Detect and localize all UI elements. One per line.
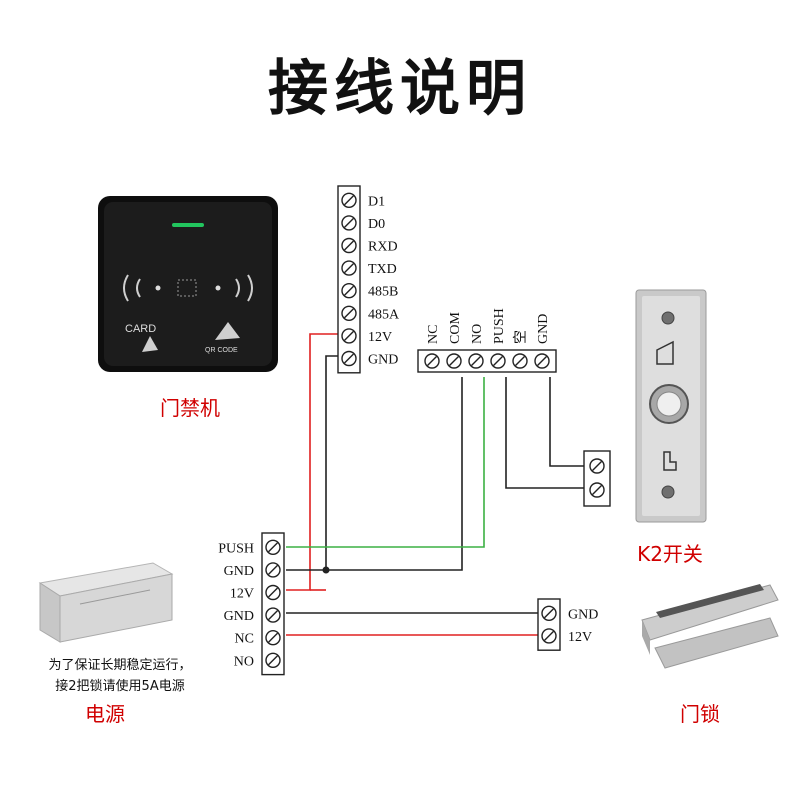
controller-terminal-block: NC COM NO PUSH 空 GND (417, 308, 557, 373)
reader-terminal-label-0: D1 (368, 194, 385, 209)
controller-terminal-label-3: PUSH (492, 308, 507, 344)
power-terminal-label-4: NC (235, 632, 254, 647)
exit-button-device (635, 289, 707, 523)
coil-icon (656, 584, 764, 618)
power-terminal-label-2: 12V (230, 587, 254, 602)
door-icon (656, 340, 674, 365)
screw-icon (661, 485, 675, 499)
button-terminal-block (583, 450, 611, 507)
power-terminal-label-5: NO (234, 654, 254, 669)
power-note-line2: 接2把锁请使用5A电源 (55, 679, 185, 694)
lock-caption: 门锁 (680, 702, 720, 726)
wire-junction-dot (322, 566, 330, 574)
reader-qr-label: QR CODE (205, 347, 238, 354)
reader-terminal-label-3: TXD (368, 262, 397, 277)
power-terminal-block: PUSH GND 12V GND NC NO (218, 532, 285, 676)
power-terminal-label-3: GND (224, 609, 254, 624)
wire-com-black (326, 377, 463, 571)
power-note-line1: 为了保证长期稳定运行， (48, 658, 192, 673)
reader-terminal-label-7: GND (368, 353, 398, 368)
page-title: 接线说明 (268, 54, 532, 124)
access-reader-device: CARD QR CODE (98, 196, 278, 372)
power-caption: 电源 (85, 702, 125, 726)
rfid-wave-icon (123, 274, 253, 302)
wire-12v-red (286, 333, 349, 591)
controller-terminal-label-0: NC (426, 325, 441, 344)
status-led-icon (172, 223, 204, 227)
lock-terminal-label-0: GND (568, 607, 598, 622)
lock-terminal-block: GND 12V (537, 598, 598, 651)
wire-no-green (286, 377, 485, 548)
controller-terminal-label-5: GND (536, 314, 551, 344)
reader-terminal-label-6: 12V (368, 330, 392, 345)
wire-gnd-button-black (549, 377, 584, 467)
power-terminal-label-1: GND (224, 564, 254, 579)
reader-caption: 门禁机 (160, 396, 220, 420)
reader-terminal-label-4: 485B (368, 285, 398, 300)
controller-terminal-label-4: 空 (513, 330, 529, 344)
magnetic-lock-device (641, 584, 779, 669)
wire-gnd-black (286, 355, 349, 571)
reader-terminal-label-1: D0 (368, 217, 385, 232)
camera-window-icon (177, 279, 197, 297)
screw-icon (661, 311, 675, 325)
press-hand-icon (663, 451, 677, 471)
reader-terminal-label-5: 485A (368, 307, 400, 322)
wire-push-black (505, 377, 584, 489)
lock-terminal-label-1: 12V (568, 630, 592, 645)
hand-qr-icon (215, 322, 240, 340)
reader-card-label: CARD (125, 323, 156, 335)
wires (286, 333, 584, 636)
label-strip-icon (79, 589, 151, 605)
controller-terminal-label-2: NO (470, 324, 485, 344)
power-supply-device (38, 562, 174, 643)
power-terminal-label-0: PUSH (218, 541, 254, 556)
push-button-icon (656, 391, 682, 417)
controller-terminal-label-1: COM (448, 312, 463, 344)
reader-terminal-label-2: RXD (368, 240, 398, 255)
button-caption: K2开关 (637, 542, 703, 566)
hand-card-icon (142, 336, 158, 352)
